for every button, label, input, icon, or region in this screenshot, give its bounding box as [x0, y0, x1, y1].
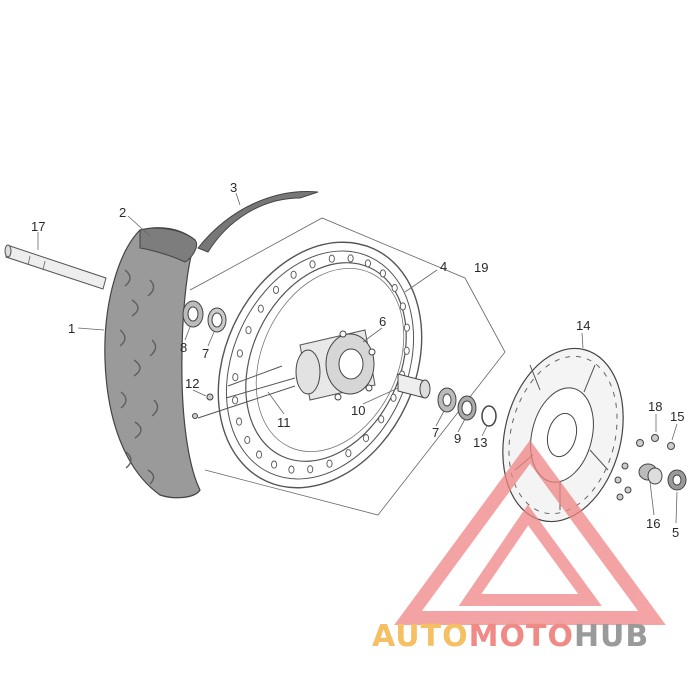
rim-hole	[347, 254, 354, 263]
part-label-4: 4	[440, 259, 447, 274]
rim-hole	[379, 269, 386, 278]
watermark-text-hub: HUB	[574, 619, 649, 654]
hub-spacer	[397, 373, 431, 399]
part-label-2: 2	[119, 205, 126, 220]
part-labels: 1 2 3 4 5 6 7 7 8 9 10 11 12 13 14 15 16…	[31, 180, 684, 540]
part-label-7-left: 7	[202, 346, 209, 361]
rim-hole	[362, 434, 370, 443]
spoke-nipple	[192, 393, 214, 419]
rim-hole	[307, 465, 314, 474]
left-bearing	[182, 300, 204, 328]
rim-hole	[403, 323, 410, 332]
part-label-6: 6	[379, 314, 386, 329]
rim-hole	[364, 259, 371, 268]
part-label-14: 14	[576, 318, 590, 333]
rim-hole	[345, 449, 352, 458]
rim-hole	[403, 346, 410, 355]
rim-hole	[399, 302, 406, 311]
watermark-text-moto: MOTO	[469, 619, 574, 654]
watermark-logo: AUTOMOTOHUB	[372, 440, 666, 654]
wheel-spacer	[638, 463, 663, 485]
rim-hole	[328, 254, 335, 263]
left-seal	[207, 307, 227, 333]
part-label-18: 18	[648, 399, 662, 414]
brake-disc	[502, 347, 624, 523]
rim-hole	[272, 285, 280, 294]
rim-hole	[236, 349, 243, 358]
svg-text:AUTOMOTOHUB: AUTOMOTOHUB	[372, 619, 649, 654]
wheel-axle	[4, 244, 107, 290]
part-label-16: 16	[646, 516, 660, 531]
part-label-12: 12	[185, 376, 199, 391]
part-label-13: 13	[473, 435, 487, 450]
rim-hole	[257, 304, 264, 313]
right-seal	[457, 395, 477, 421]
rim-hole	[288, 465, 295, 474]
watermark-triangle-icon	[394, 440, 666, 625]
wheel-rim	[217, 241, 423, 489]
rim-hole	[391, 283, 398, 293]
part-label-9: 9	[454, 431, 461, 446]
part-label-7-right: 7	[432, 425, 439, 440]
part-label-19: 19	[474, 260, 488, 275]
rim-hole	[326, 459, 333, 468]
watermark-text-auto: AUTO	[372, 619, 469, 654]
rim-tape	[197, 190, 319, 253]
right-bearing	[437, 387, 457, 413]
circlip	[481, 405, 497, 427]
part-label-3: 3	[230, 180, 237, 195]
rim-hole	[236, 417, 243, 426]
part-label-8: 8	[180, 340, 187, 355]
wheel-hub	[295, 329, 376, 401]
part-label-10: 10	[351, 403, 365, 418]
axle-cap	[667, 469, 687, 491]
leader-lines	[37, 192, 678, 524]
rim-hole	[245, 326, 252, 335]
part-label-5: 5	[672, 525, 679, 540]
rim-hole	[232, 373, 239, 382]
part-label-11: 11	[277, 415, 291, 430]
rim-hole	[232, 396, 239, 405]
spokes	[197, 365, 296, 419]
tire	[104, 227, 201, 499]
rim-hole	[244, 435, 251, 445]
rim-hole	[309, 260, 316, 269]
part-label-1: 1	[68, 321, 75, 336]
rim-hole	[271, 460, 278, 469]
rim-hole	[390, 393, 397, 402]
rim-hole	[378, 415, 385, 424]
rim-hole	[290, 270, 297, 279]
disc-bolts	[614, 434, 675, 501]
rim-hole	[256, 450, 263, 459]
assembly-outline	[189, 217, 506, 516]
part-label-17: 17	[31, 219, 45, 234]
part-label-15: 15	[670, 409, 684, 424]
